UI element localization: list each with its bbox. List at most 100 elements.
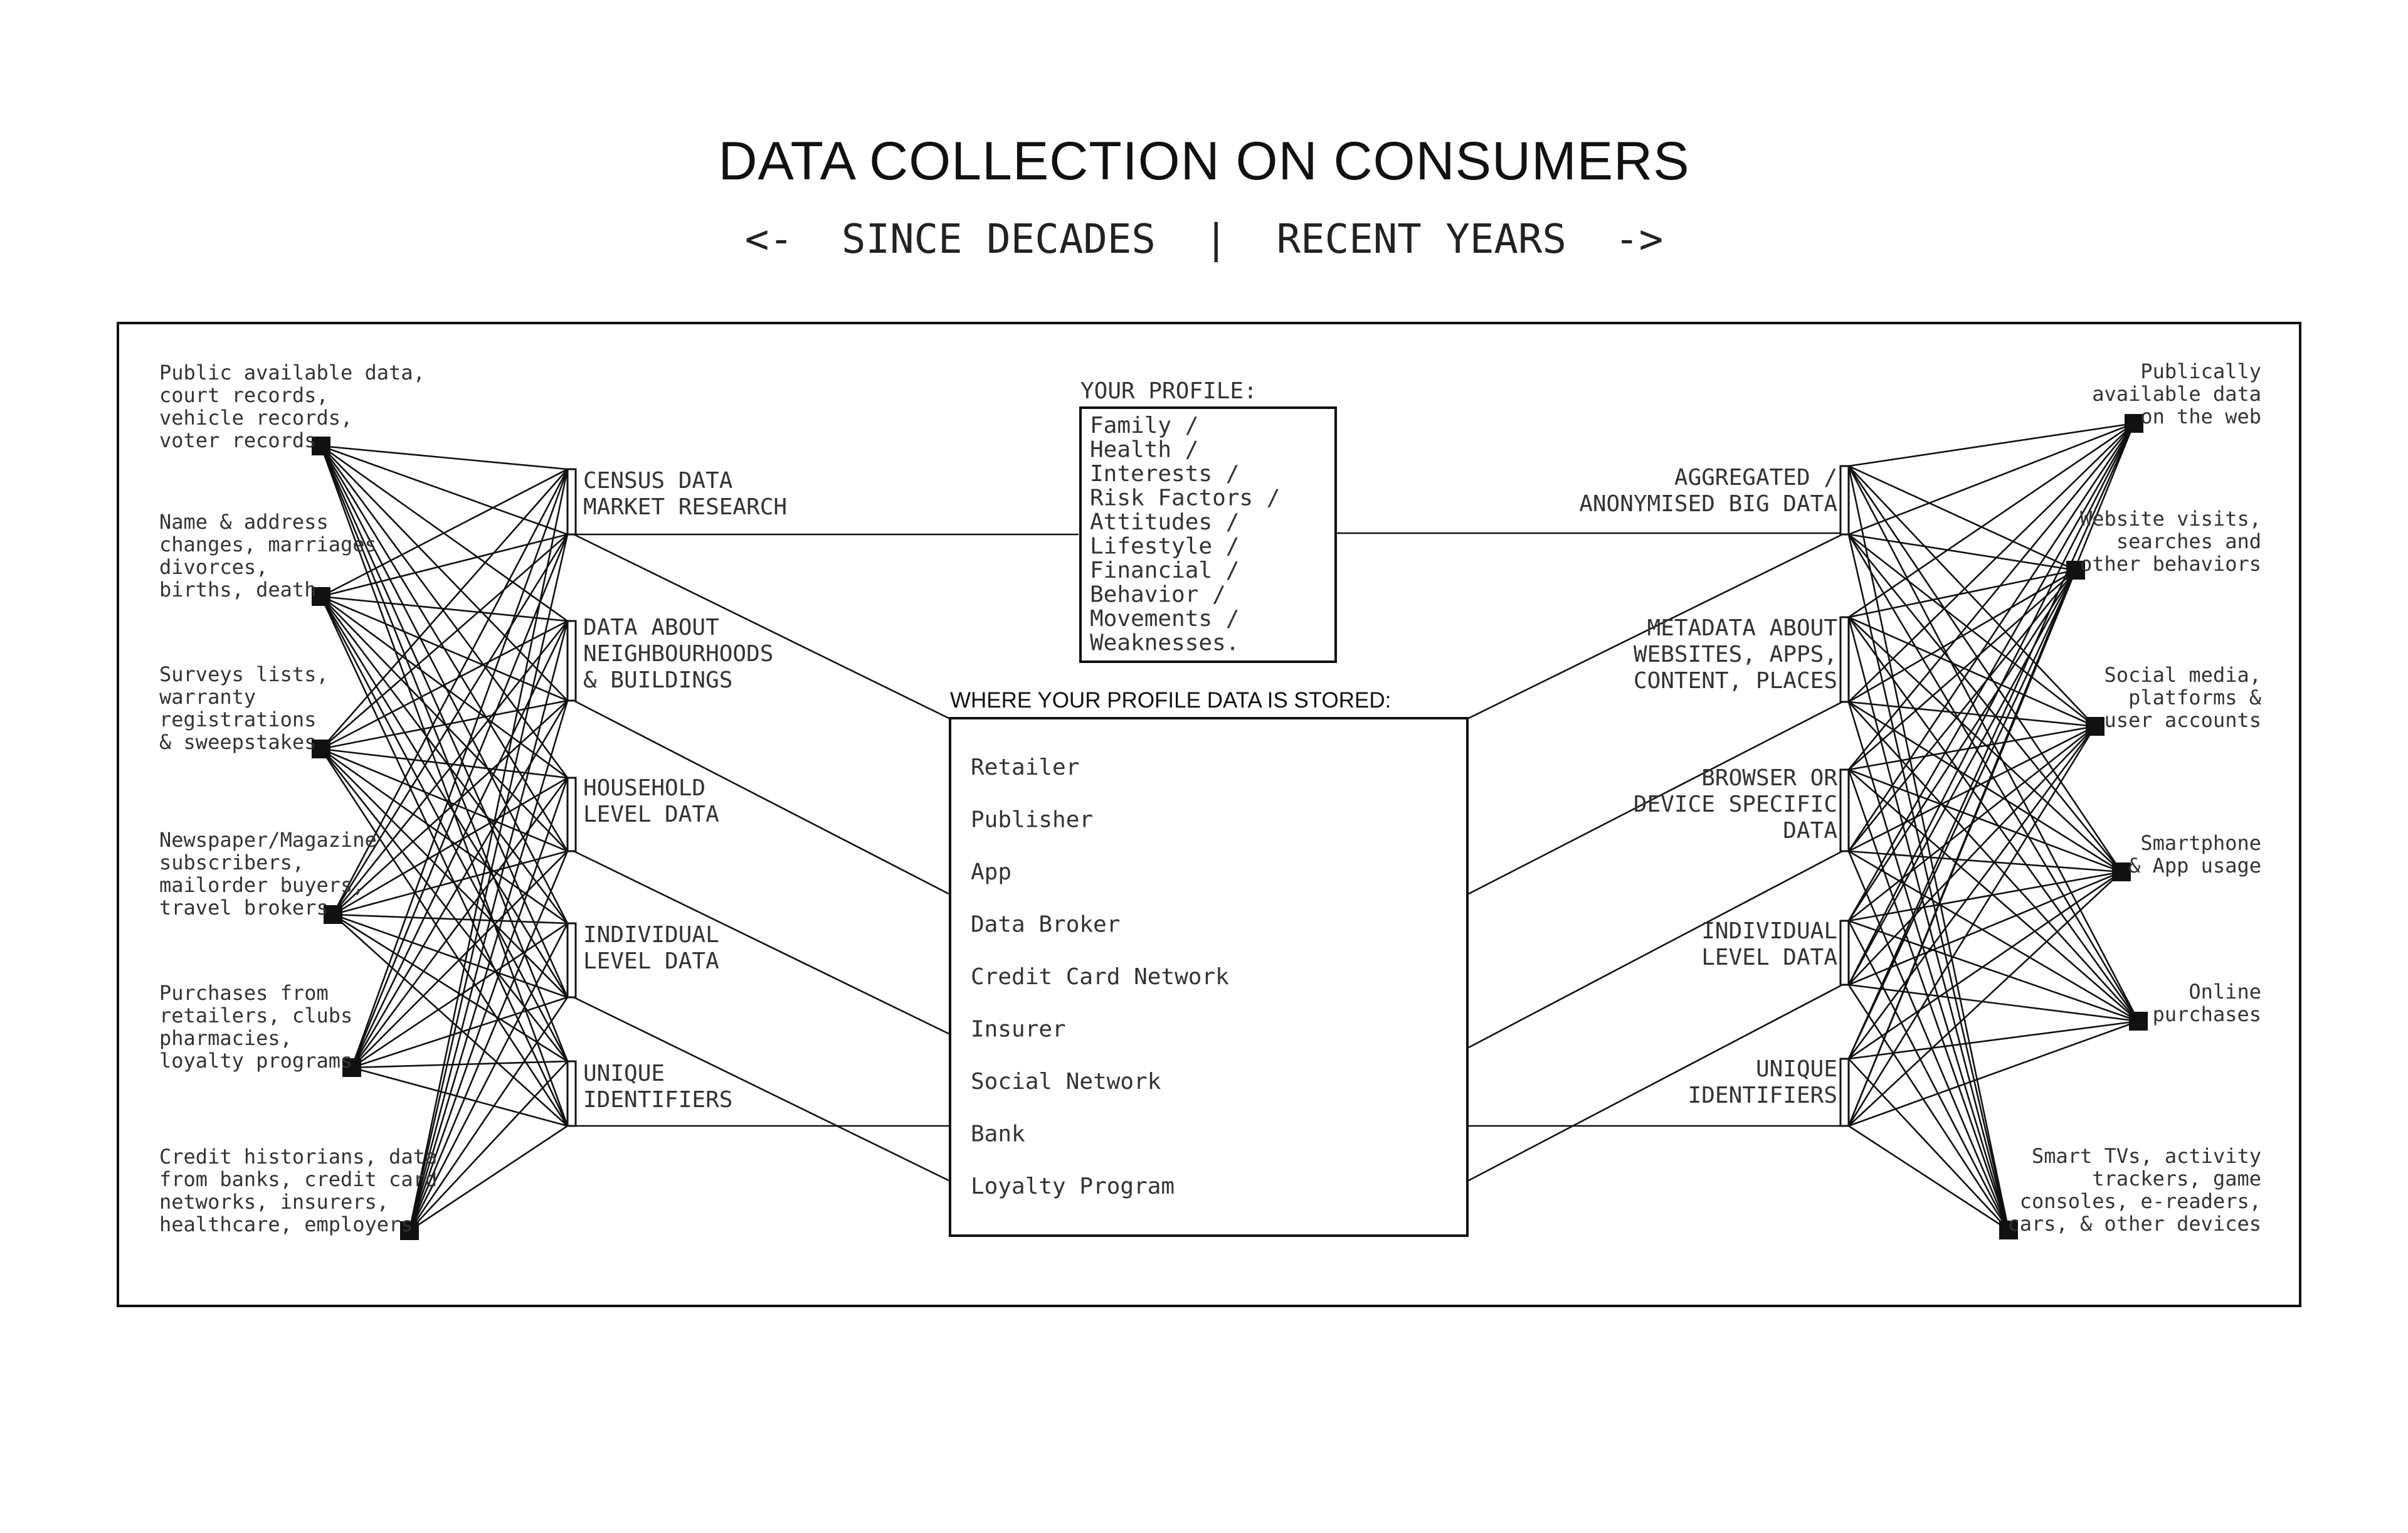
connector-line [408,534,569,1231]
connector-line [1847,701,2010,1231]
right-source-label-line: Social media, [2104,663,2261,687]
connector-line [351,851,568,1068]
connector-line [1847,423,2135,770]
left-source-label-line: Newspaper/Magazine [159,828,377,852]
connector-line [1848,616,2096,728]
left-source-label-line: retailers, clubs [159,1004,352,1027]
right-category-bracket [1839,616,1850,703]
connector-line [351,777,569,1068]
connector-line [1848,871,2122,1127]
connector-line [332,700,568,915]
right-source-label-line: Smartphone [2140,831,2261,855]
right-source-label-line: Smart TVs, activity [2032,1144,2261,1168]
profile-item-line: Lifestyle / [1090,534,1239,560]
connector-line [320,534,568,750]
connector-line [1848,769,2139,1022]
left-source-label-line: voter records [159,428,316,452]
left-source-label-line: loyalty programs [159,1049,352,1073]
storage-item-line: Social Network [971,1069,1161,1095]
right-source-label-line: purchases [2153,1002,2261,1026]
connector-line [320,445,568,470]
profile-item-line: Family / [1090,413,1198,438]
connector-line [1848,570,2076,770]
connector-line [1848,768,2122,873]
connector-line [332,913,568,999]
left-category-label-line: LEVEL DATA [583,802,719,827]
profile-item-line: Health / [1090,437,1198,463]
left-source-label-line: warranty [159,685,256,709]
left-category-label-line: & BUILDINGS [583,667,732,693]
connector-line [320,445,568,536]
connector-line [1848,701,2139,1022]
connector-line [332,913,568,1063]
connector-line [320,596,568,852]
left-category-bracket [566,620,577,702]
left-category-label-line: IDENTIFIERS [583,1087,732,1113]
right-source-label-line: on the web [2140,405,2261,428]
storage-item-line: Publisher [971,807,1093,833]
storage-item-line: Loyalty Program [971,1174,1175,1199]
left-source-node [400,1221,419,1240]
left-source-label-line: healthcare, employers [159,1212,413,1236]
left-source-label-line: networks, insurers, [159,1190,389,1214]
connector-line [1848,701,2096,728]
right-source-label-line: platforms & [2128,686,2262,709]
left-source-label-line: Purchases from [159,981,329,1005]
right-source-node [2129,1012,2148,1031]
line-storage-to-metadata [1468,701,1843,895]
connector-line [1848,533,2076,571]
connector-line [332,469,569,915]
storage-heading: WHERE YOUR PROFILE DATA IS STORED: [950,688,1391,713]
connector-line [320,595,568,702]
connector-line [1847,726,2096,1127]
connector-line [332,620,569,915]
connector-line [1848,422,2135,618]
storage-item-line: Data Broker [971,912,1120,938]
right-source-label-line: available data [2092,382,2261,406]
boxes [312,406,2148,1240]
right-source-node [2125,414,2143,433]
connector-line [1848,465,2096,727]
connector-line [1847,570,2077,1127]
connector-line [320,469,568,750]
connector-line [351,996,568,1069]
profile-item-line: Financial / [1090,558,1239,583]
profile-item-line: Attitudes / [1090,509,1239,535]
right-category-bracket [1839,920,1850,986]
connector-line [1848,920,2139,1022]
connector-line [1847,726,2096,1059]
profile-item-line: Weaknesses. [1090,630,1239,656]
right-category-label-line: AGGREGATED / [1674,465,1837,491]
left-category-label-line: NEIGHBOURHOODS [583,641,773,667]
right-category-label-line: DATA [1783,818,1837,844]
profile-item-line: Interests / [1090,461,1239,487]
connector-line [320,596,569,1062]
connector-line [1847,423,2135,921]
left-source-label-line: registrations [159,708,316,731]
connector-line [320,533,568,598]
connector-line [1848,1125,2009,1231]
connector-line [332,534,569,915]
connector-line [351,534,569,1068]
line-neighbourhood-to-storage [573,699,949,895]
right-source-node [2112,862,2131,881]
connector-lines [320,422,2140,1232]
connector-line [1847,465,2123,873]
left-source-label-line: divorces, [159,555,268,579]
connector-line [320,596,569,998]
connector-line [1847,570,2077,921]
connector-line [1848,725,2096,771]
connector-line [408,851,569,1231]
right-source-node [2066,561,2085,580]
connector-line [408,700,569,1231]
connector-line [320,699,568,750]
right-category-bracket [1839,1058,1850,1127]
left-source-label-line: changes, marriages [159,533,377,556]
left-category-label-line: CENSUS DATA [583,468,733,494]
